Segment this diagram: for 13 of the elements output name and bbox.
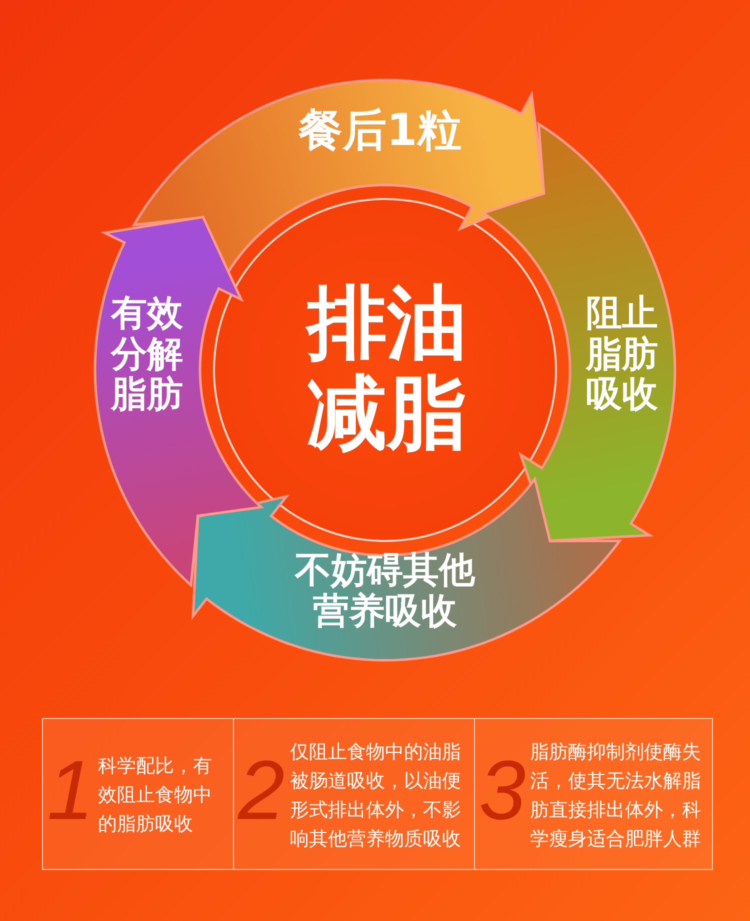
info-cell: [475, 719, 712, 869]
info-cell: [43, 719, 233, 869]
description: 仅阻止食物中的油脂被肠道吸收，以油便形式排出体外，不影响其他营养物质吸收: [290, 740, 462, 852]
step-label: 不妨碍其他营养吸收: [294, 551, 476, 632]
description: 脂肪酶抑制剂使酶失活，使其无法水解脂肪直接排出体外，科学瘦身适合肥胖人群: [530, 740, 702, 852]
step-number: 3: [479, 748, 526, 832]
description: 科学配比，有效阻止食物中的脂肪吸收: [98, 754, 213, 837]
step-number: 2: [238, 748, 285, 832]
step-label: 餐后1粒: [297, 106, 462, 155]
info-cell: [234, 719, 474, 869]
center-title: 排油减脂: [304, 278, 468, 458]
step-label: 有效分解脂肪: [110, 294, 184, 416]
step-label: 阻止脂肪吸收: [584, 294, 659, 416]
